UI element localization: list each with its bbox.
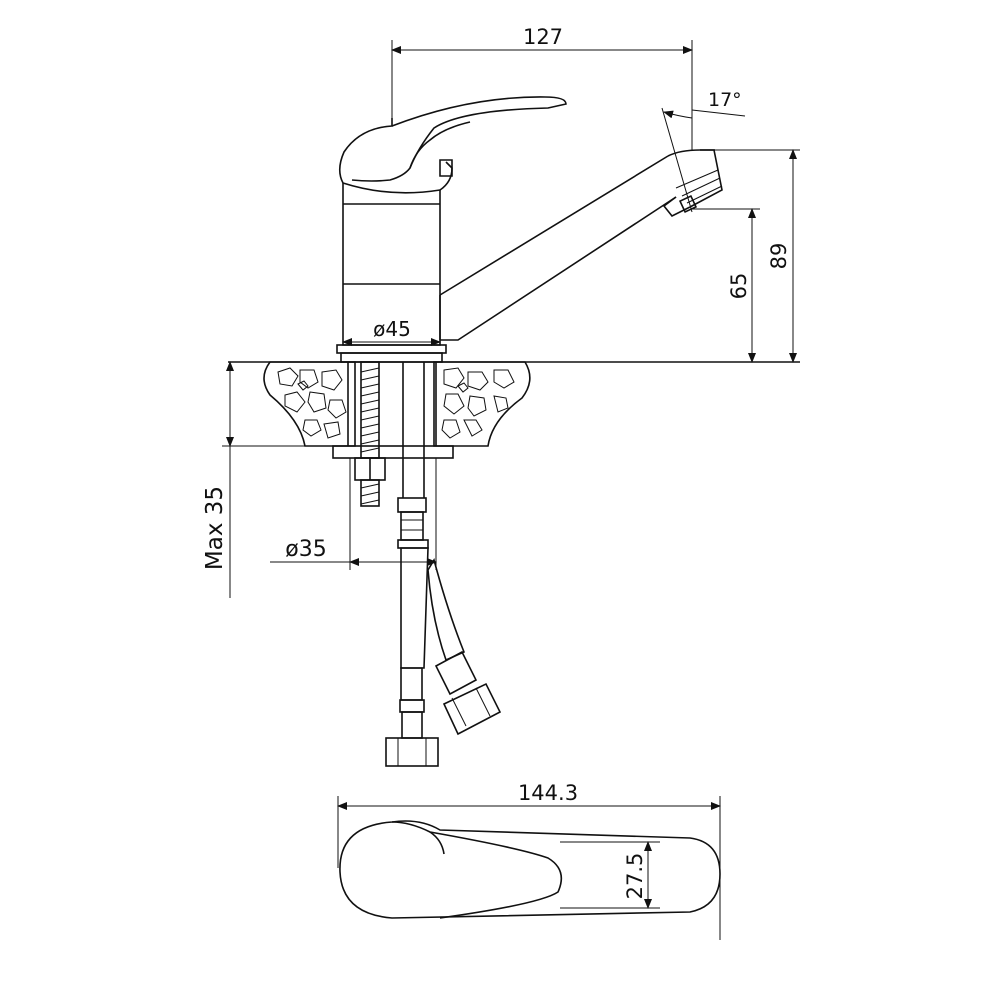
dim-top-width: 27.5	[560, 841, 660, 909]
threaded-stud	[354, 361, 386, 507]
dim-label-max35: Max 35	[202, 486, 228, 570]
top-view-lever	[391, 821, 563, 919]
base-flange	[336, 344, 447, 354]
dim-label-17deg: 17°	[708, 89, 742, 111]
dim-spout-reach: 127	[391, 25, 693, 150]
dim-label-65: 65	[727, 273, 751, 300]
dim-label-144-3: 144.3	[518, 781, 578, 805]
top-view-outline	[339, 820, 721, 919]
dim-total-height: 89	[715, 149, 800, 363]
flexible-hoses	[385, 497, 502, 767]
mounting-plate	[332, 445, 454, 459]
spout	[439, 149, 723, 341]
dim-label-d45: ø45	[373, 317, 411, 341]
dim-label-d35: ø35	[285, 537, 326, 562]
dim-top-length: 144.3	[337, 781, 721, 940]
dim-label-27-5: 27.5	[623, 853, 647, 900]
supply-tubes	[347, 362, 437, 498]
dim-hole-diameter: ø35	[270, 458, 437, 570]
dim-spout-height: 65	[692, 208, 760, 363]
dim-base-diameter: ø45	[342, 317, 441, 346]
countertop-section	[263, 361, 531, 447]
dim-label-89: 89	[767, 243, 791, 270]
faucet-top-view: 144.3 27.5	[337, 781, 721, 940]
dim-label-127: 127	[523, 25, 563, 49]
lever-handle	[338, 96, 567, 194]
faucet-side-view: 127 17° 89 65 ø45	[202, 25, 800, 767]
dim-spout-angle: 17°	[661, 89, 746, 213]
dim-max-countertop: Max 35	[202, 361, 305, 598]
